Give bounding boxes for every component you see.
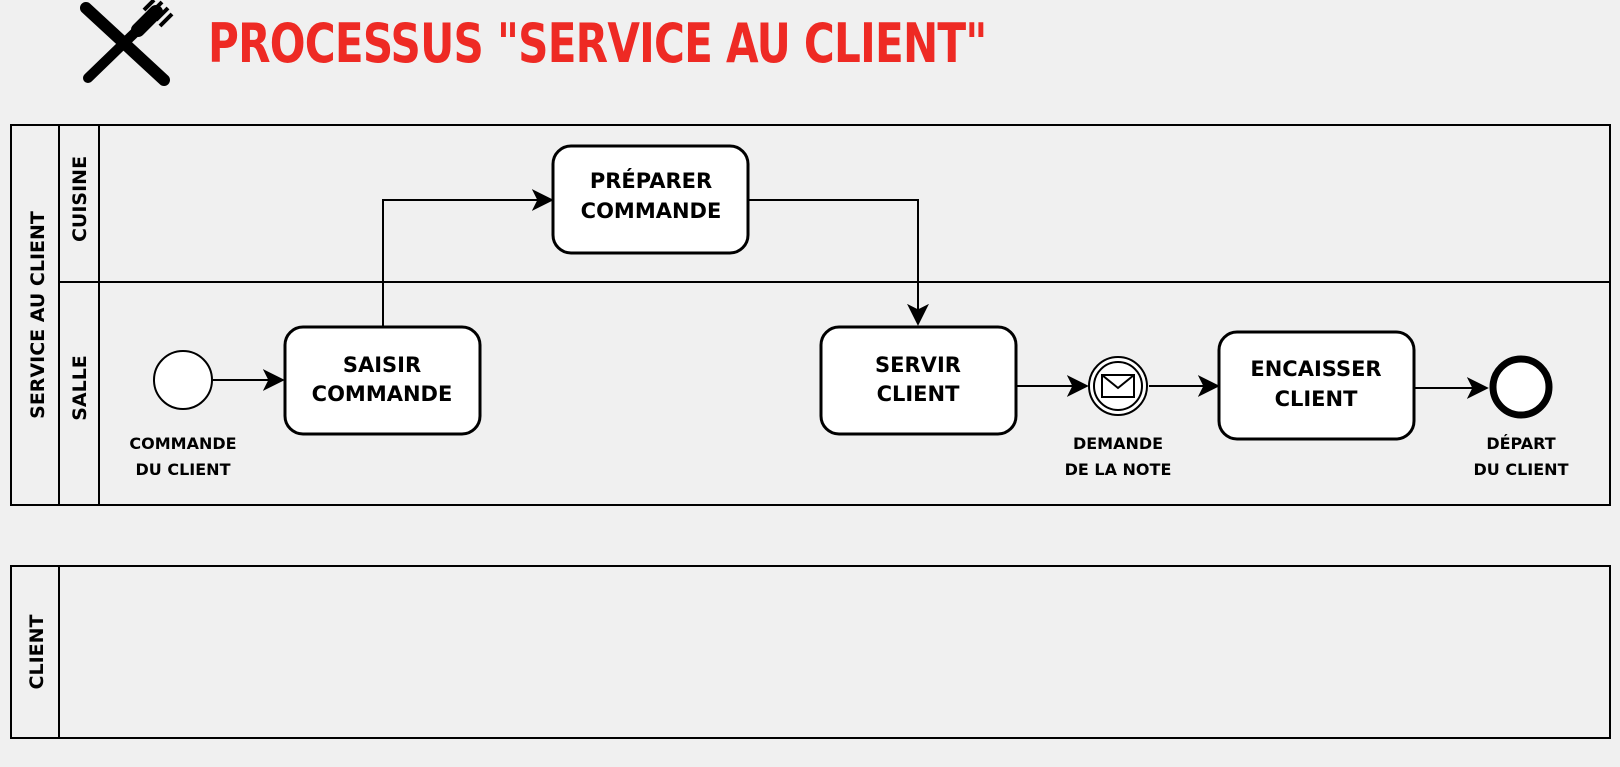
page-title: PROCESSUS "SERVICE AU CLIENT" <box>208 12 987 75</box>
pool-label-service: SERVICE AU CLIENT <box>27 211 49 419</box>
sequence-flows <box>213 189 1489 399</box>
lane-label-salle: SALLE <box>69 355 91 421</box>
task-saisir-line1: SAISIR <box>343 353 421 377</box>
message-catch-event: DEMANDE DE LA NOTE <box>1065 356 1172 479</box>
flow-saisir-to-preparer <box>382 189 554 326</box>
end-event-label-line2: DU CLIENT <box>1474 460 1569 479</box>
message-event-label-line2: DE LA NOTE <box>1065 460 1172 479</box>
task-encaisser-client: ENCAISSER CLIENT <box>1217 330 1416 441</box>
message-event-label-line1: DEMANDE <box>1073 434 1163 453</box>
task-servir-line1: SERVIR <box>875 353 961 377</box>
task-preparer-line1: PRÉPARER <box>590 168 712 193</box>
task-encaisser-line2: CLIENT <box>1275 387 1359 411</box>
task-encaisser-line1: ENCAISSER <box>1250 357 1381 381</box>
task-servir-line2: CLIENT <box>877 382 961 406</box>
start-event: COMMANDE DU CLIENT <box>129 350 237 479</box>
task-saisir-commande: SAISIR COMMANDE <box>283 325 482 436</box>
task-saisir-line2: COMMANDE <box>312 382 453 406</box>
flow-preparer-to-servir <box>749 199 929 326</box>
pool-service-au-client: SERVICE AU CLIENT CUISINE SALLE <box>10 124 1611 506</box>
pool-client: CLIENT <box>10 565 1611 739</box>
fork-knife-crossed-icon <box>80 0 174 86</box>
end-event-label-line1: DÉPART <box>1486 434 1555 453</box>
task-preparer-line2: COMMANDE <box>581 199 722 223</box>
envelope-icon <box>1101 374 1135 398</box>
end-event: DÉPART DU CLIENT <box>1474 355 1569 479</box>
pool-label-client: CLIENT <box>26 614 48 689</box>
lane-label-cuisine: CUISINE <box>69 156 91 242</box>
task-preparer-commande: PRÉPARER COMMANDE <box>551 144 750 255</box>
start-event-label-line2: DU CLIENT <box>136 460 231 479</box>
task-servir-client: SERVIR CLIENT <box>819 325 1018 436</box>
start-event-label-line1: COMMANDE <box>129 434 236 453</box>
